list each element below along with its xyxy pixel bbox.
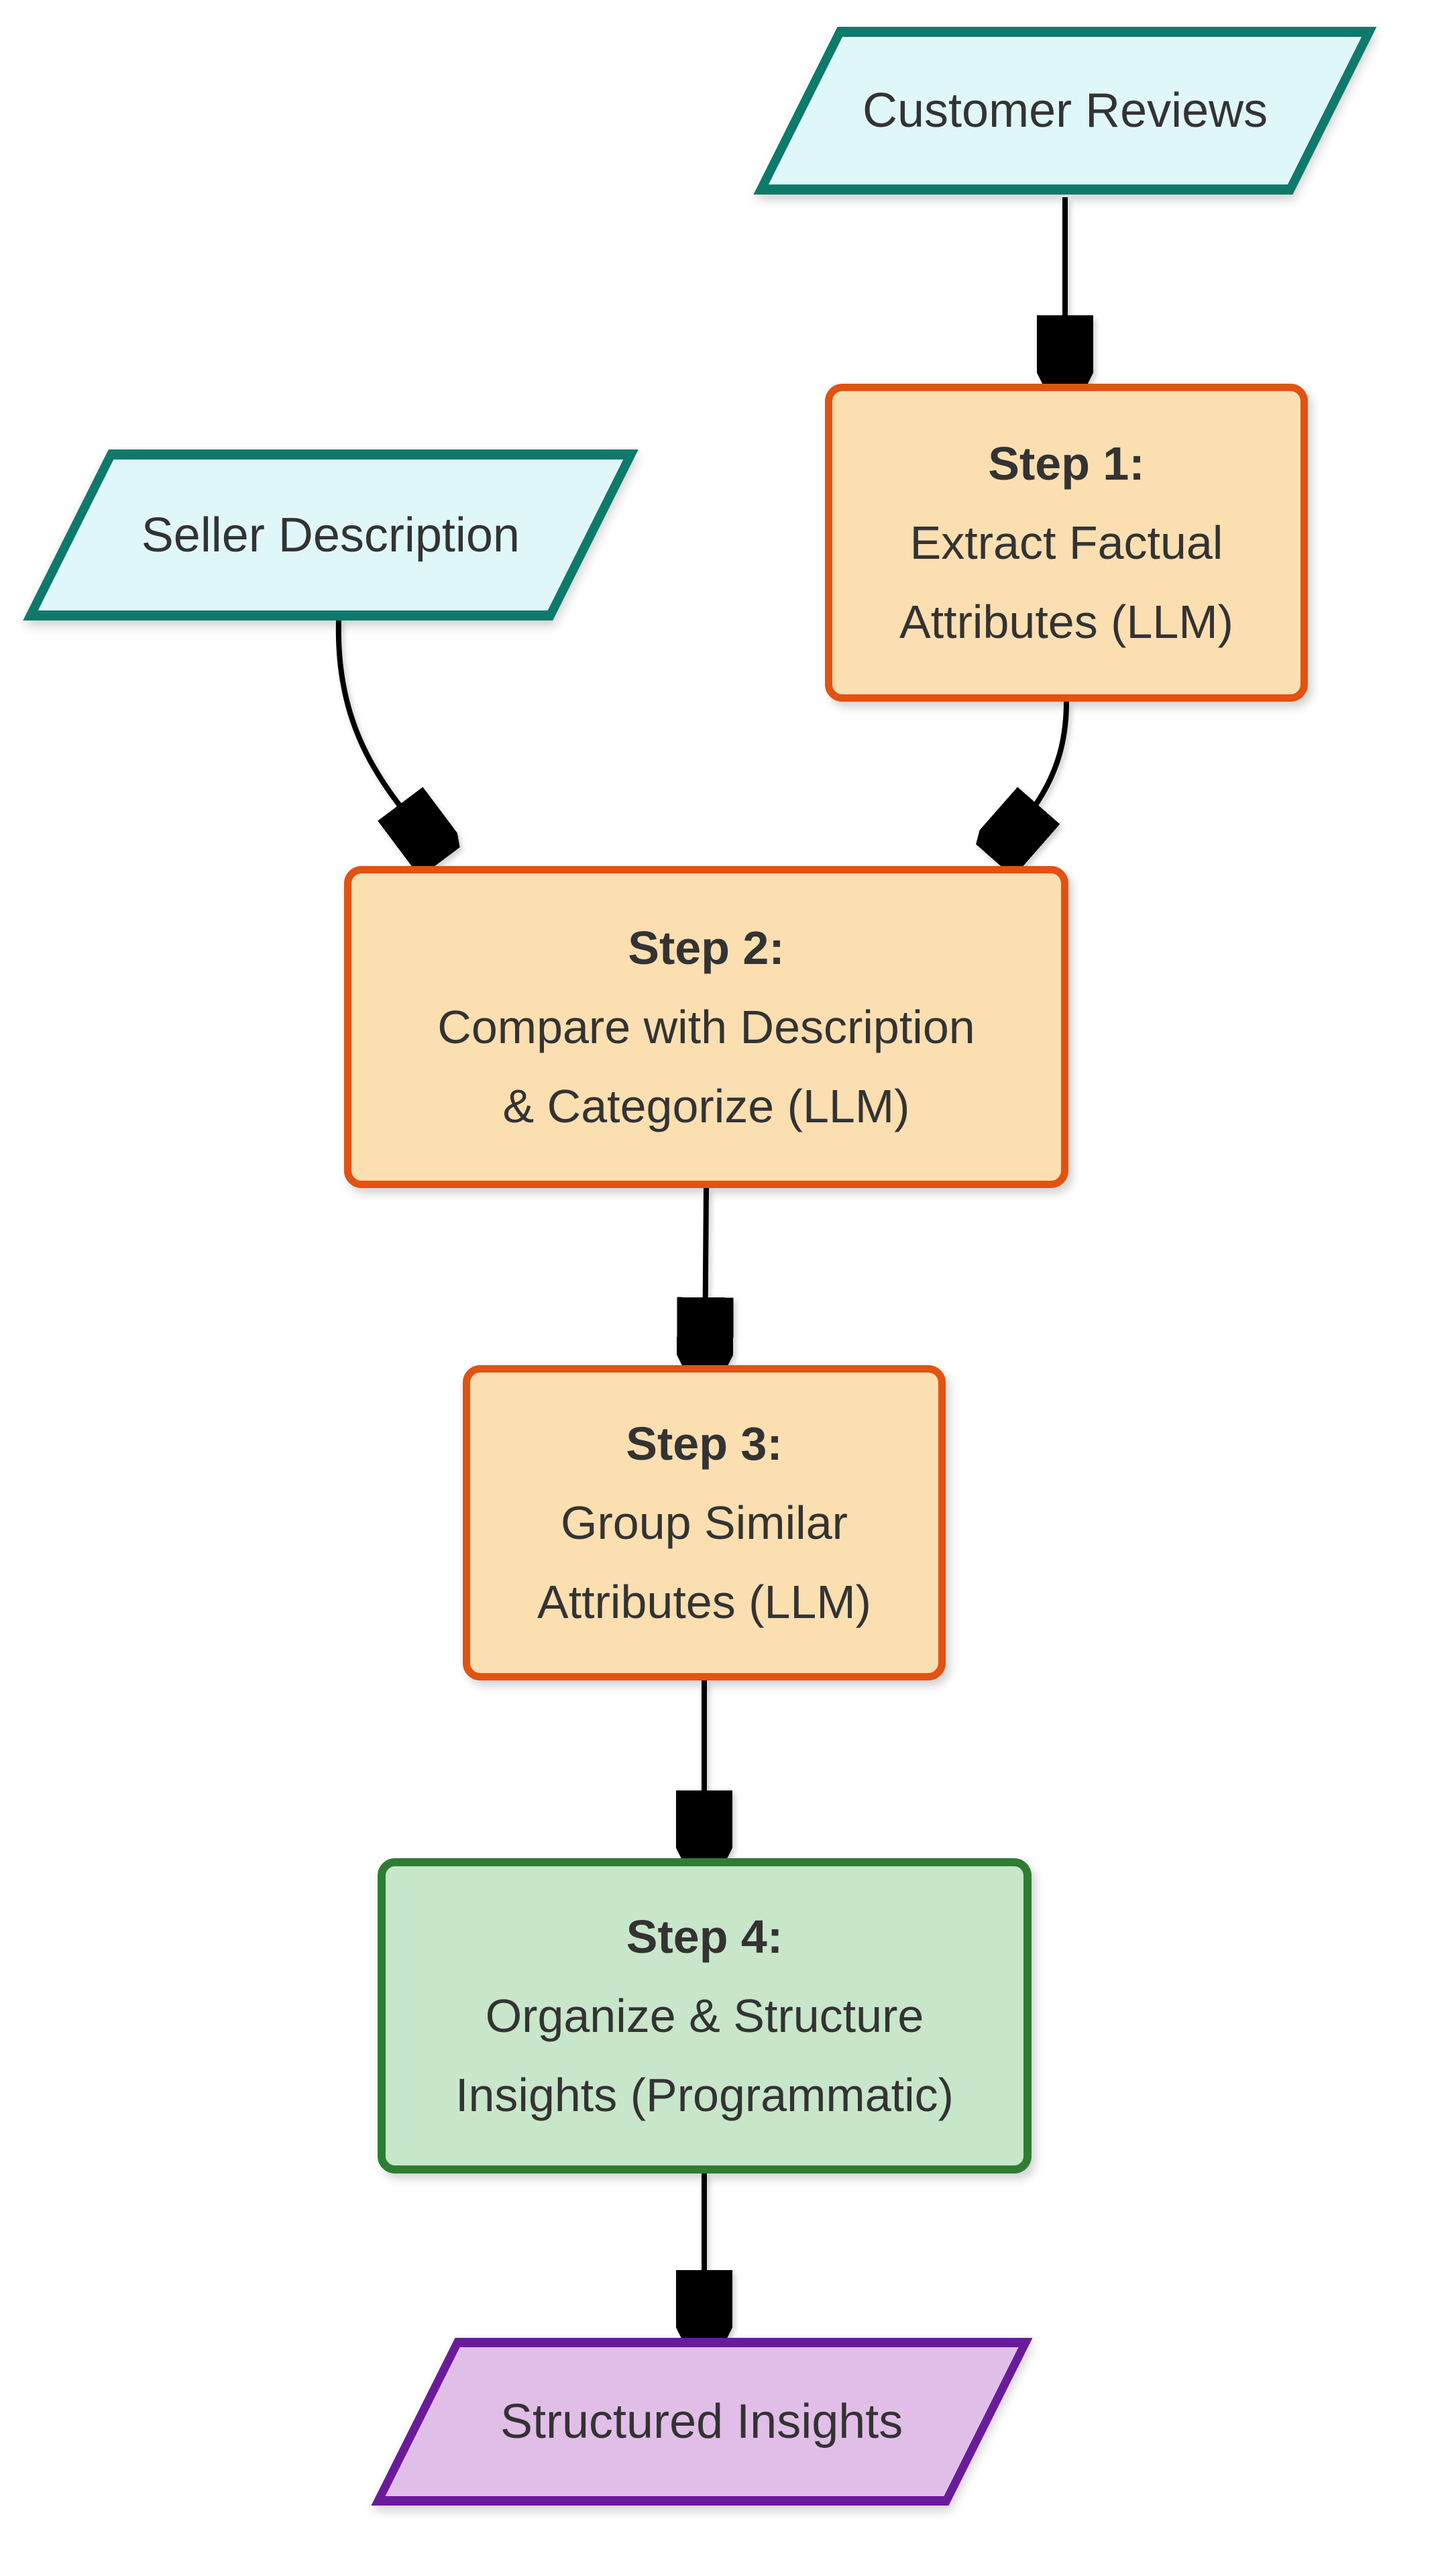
node-step4-line2: Insights (Programmatic) xyxy=(455,2069,954,2121)
edge-step1-to-step2 xyxy=(998,701,1069,852)
edge-step2-to-step3 xyxy=(705,1187,706,1359)
node-step1-line2: Attributes (LLM) xyxy=(899,596,1233,648)
node-step4-line1: Organize & Structure xyxy=(485,1990,924,2042)
node-step3-line1: Group Similar xyxy=(561,1497,848,1549)
node-step3-line2: Attributes (LLM) xyxy=(537,1576,871,1628)
node-step1-line1: Extract Factual xyxy=(909,517,1223,569)
edge-seller-description-to-step2 xyxy=(335,620,437,853)
node-step1-title: Step 1: xyxy=(988,437,1145,490)
node-step2: Step 2: Compare with Description & Categ… xyxy=(344,866,1068,1188)
node-customer-reviews-label: Customer Reviews xyxy=(862,84,1268,138)
node-step3-title: Step 3: xyxy=(626,1417,783,1470)
node-customer-reviews: Customer Reviews xyxy=(753,27,1377,195)
node-seller-description: Seller Description xyxy=(23,449,638,621)
node-step4-title: Step 4: xyxy=(626,1911,783,1963)
node-step2-line1: Compare with Description xyxy=(437,1001,975,1053)
node-step2-line2: & Categorize (LLM) xyxy=(502,1080,910,1132)
node-step2-title: Step 2: xyxy=(628,922,785,974)
node-step4: Step 4: Organize & Structure Insights (P… xyxy=(378,1858,1032,2174)
node-step1: Step 1: Extract Factual Attributes (LLM) xyxy=(825,384,1308,702)
node-seller-description-label: Seller Description xyxy=(141,508,520,562)
node-structured-insights: Structured Insights xyxy=(371,2338,1033,2506)
node-structured-insights-label: Structured Insights xyxy=(500,2395,903,2449)
node-step3: Step 3: Group Similar Attributes (LLM) xyxy=(463,1365,946,1680)
